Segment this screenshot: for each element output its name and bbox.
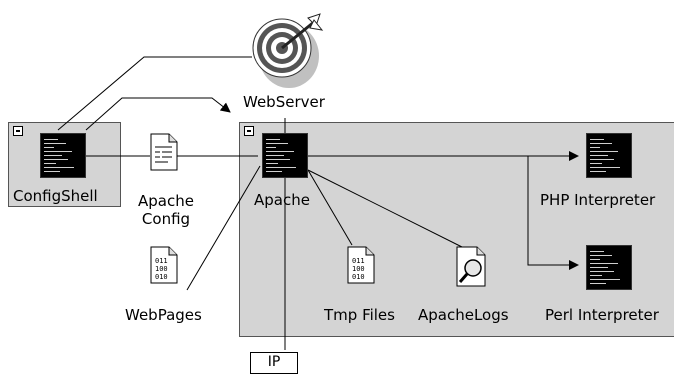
configshell-label: ConfigShell [13,187,98,205]
perl-label: Perl Interpreter [545,306,659,324]
svg-text:010: 010 [155,273,168,281]
apache-label: Apache [254,191,310,209]
apache-logs-node[interactable] [456,246,488,288]
apache-config-node[interactable] [150,133,178,171]
tmp-files-label: Tmp Files [324,306,395,324]
configshell-terminal-icon[interactable] [40,133,86,178]
target-icon [252,13,324,88]
webserver-node[interactable] [244,8,326,90]
apache-config-label-line2: Config [141,210,191,228]
apache-config-label: Apache Config [130,192,202,228]
ip-port-box[interactable]: IP [250,352,298,374]
svg-text:011: 011 [155,257,168,265]
edge-configshell-webserver [57,56,252,131]
webpages-node[interactable]: 011 100 010 [150,246,178,284]
configshell-collapse-toggle[interactable] [13,126,23,136]
svg-text:010: 010 [352,273,365,281]
svg-text:100: 100 [352,265,365,273]
apache-config-label-line1: Apache [138,192,194,210]
edge-webpages-apache [186,165,261,291]
edge-apache-apachelogs [307,169,463,248]
edge-apache-perl [527,156,579,270]
edge-apache-tmpfiles [307,169,353,246]
binary-file-icon: 011 100 010 [347,246,375,284]
php-label: PHP Interpreter [540,191,656,209]
webserver-label: WebServer [243,93,325,111]
apache-logs-label: ApacheLogs [418,306,509,324]
magnifier-file-icon [456,246,486,287]
edge-configshell-apache-arrow [85,97,231,131]
svg-text:100: 100 [155,265,168,273]
svg-text:011: 011 [352,257,365,265]
webpages-label: WebPages [125,306,202,324]
document-icon [150,133,178,171]
binary-file-icon: 011 100 010 [150,246,178,284]
php-terminal-icon[interactable] [586,133,632,178]
perl-terminal-icon[interactable] [586,245,632,290]
tmp-files-node[interactable]: 011 100 010 [347,246,375,284]
apache-collapse-toggle[interactable] [244,126,254,136]
apache-terminal-icon[interactable] [262,133,308,178]
